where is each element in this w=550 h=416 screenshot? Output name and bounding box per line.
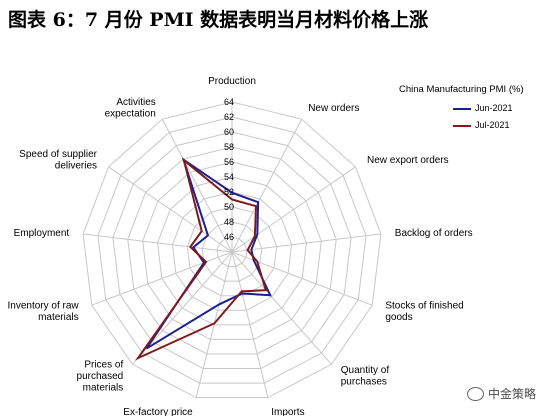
legend-title: China Manufacturing PMI (%) [399, 84, 524, 95]
spoke-10 [83, 233, 233, 253]
grid-ring-52 [171, 191, 293, 311]
tick-label-62: 62 [224, 112, 234, 122]
category-label-1: New orders [308, 103, 359, 114]
legend-label-jun: Jun-2021 [475, 103, 513, 113]
legend-item-jun: Jun-2021 [453, 103, 513, 114]
grid-ring-54 [157, 176, 307, 326]
grid-ring-58 [127, 146, 337, 355]
watermark: 中金策略 [466, 385, 536, 402]
grid-ring-62 [97, 116, 367, 384]
tick-label-50: 50 [224, 202, 234, 212]
tick-label-60: 60 [224, 127, 234, 137]
radar-tick-labels: 46 48 50 52 54 56 58 60 62 64 [224, 97, 234, 242]
spoke-2 [231, 166, 356, 253]
tick-label-54: 54 [224, 172, 234, 182]
category-label-6: Imports [271, 407, 304, 416]
tick-label-56: 56 [224, 157, 234, 167]
chart-title: 图表 6：7 月份 PMI 数据表明当月材料价格上涨 [8, 9, 429, 31]
radar-spokes [83, 102, 381, 398]
grid-ring-50 [186, 206, 278, 297]
series-line-jun-2021 [145, 157, 272, 350]
category-label-3: Backlog of orders [395, 228, 473, 239]
spoke-7 [195, 251, 233, 398]
spoke-12 [161, 118, 233, 253]
grid-ring-60 [112, 131, 352, 370]
watermark-text: 中金策略 [487, 387, 536, 401]
spoke-1 [231, 118, 303, 253]
radar-series [135, 157, 272, 361]
legend-item-jul: Jul-2021 [453, 120, 510, 131]
radar-grid [82, 101, 382, 399]
legend-swatch-jul [453, 124, 471, 127]
category-label-2: New export orders [367, 155, 449, 166]
category-label-10: Employment [14, 228, 70, 239]
tick-label-58: 58 [224, 142, 234, 152]
spoke-9 [91, 251, 233, 306]
tick-label-52: 52 [224, 187, 234, 197]
category-label-0: Production [208, 76, 256, 87]
legend-swatch-jun [453, 107, 471, 110]
tick-label-48: 48 [224, 217, 234, 227]
spoke-6 [231, 251, 269, 398]
spoke-11 [108, 166, 233, 253]
category-label-7: Ex-factory price [123, 407, 193, 416]
legend-label-jul: Jul-2021 [475, 120, 510, 130]
grid-ring-64 [82, 101, 382, 399]
wechat-icon [466, 386, 484, 401]
tick-label-46: 46 [224, 232, 234, 242]
spoke-5 [231, 251, 332, 365]
series-line-jul-2021 [135, 157, 268, 361]
tick-label-64: 64 [224, 97, 234, 107]
grid-ring-56 [142, 161, 322, 340]
spoke-3 [231, 233, 381, 253]
grid-ring-46 [216, 236, 248, 268]
